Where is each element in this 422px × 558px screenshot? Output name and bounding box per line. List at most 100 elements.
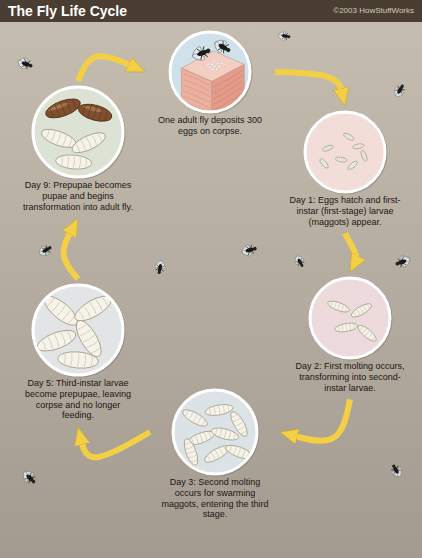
egg [328,139,331,142]
maggot [224,443,254,462]
maggot [322,144,334,152]
cycle-arrow [78,56,134,81]
egg [208,66,211,68]
fly-decorations [15,29,413,487]
circle-ground [310,278,390,358]
fly [388,462,406,481]
life-stage-node: Day 9: Prepupae becomes pupae and begins… [16,84,140,215]
title-bar: The Fly Life Cycle ©2003 HowStuffWorks [0,0,422,22]
circle-outline [33,87,123,177]
circle-outline [310,278,390,358]
stage-caption: Day 5: Third-instar larvae become prepup… [16,378,140,421]
maggot [180,407,209,430]
stage-illustration [326,299,378,344]
diagram-title: The Fly Life Cycle [8,3,127,19]
flesh-side [181,68,211,114]
maggot [350,301,374,319]
fly [36,242,55,260]
circle-outline [170,32,250,112]
circle-outline [33,285,123,375]
circle-shadow [33,87,126,180]
life-stage-node: Day 3: Second molting occurs for swarmin… [153,387,277,523]
egg [213,65,216,67]
maggot [334,322,358,334]
maggot [35,326,79,355]
maggot [343,132,355,142]
maggot [352,143,364,149]
egg [368,147,371,150]
stage-caption: Day 9: Prepupae becomes pupae and begins… [16,180,140,212]
fly [277,29,292,42]
maggot [204,403,233,418]
maggot [356,323,379,344]
fly [292,253,308,270]
stage-caption: Day 2: First molting occurs, transformin… [288,361,412,393]
stage-illustration [180,403,253,467]
cycle-arrow [81,432,150,457]
egg [353,173,355,176]
circle-ground [173,390,257,474]
stage-circle [153,387,277,477]
maggot [326,299,350,314]
maggot [335,156,347,162]
stage-illustration [35,291,115,369]
life-stage-node: One adult fly deposits 300 eggs on corps… [148,29,272,140]
copyright-label: ©2003 HowStuffWorks [333,6,414,15]
egg [210,63,213,66]
cycle-arrow [345,233,357,261]
maggot [347,160,359,171]
stage-circle [16,282,140,378]
fly [393,252,413,270]
maggot [57,350,99,370]
egg [358,132,361,135]
stage-caption: One adult fly deposits 300 eggs on corps… [148,115,272,137]
circle-shadow [33,285,126,378]
egg [324,137,327,139]
life-stage-node: Day 5: Third-instar larvae become prepup… [16,282,140,424]
pupa [77,101,114,124]
circle-ground [33,87,123,177]
fly [15,54,35,72]
egg [216,62,219,65]
maggot [360,150,368,162]
egg [215,67,218,70]
egg [206,63,209,66]
maggot [55,153,93,170]
maggot [210,426,240,443]
stage-circle [148,29,272,115]
fly [153,259,168,275]
circle-ground [33,285,123,375]
fly [189,42,213,65]
circle-outline [305,112,385,192]
egg [220,62,223,65]
circle-ground [305,112,385,192]
life-stage-node: Day 2: First molting occurs, transformin… [288,275,412,396]
stage-illustration [319,132,372,177]
stage-circle [16,84,140,180]
egg [364,164,367,167]
fly [391,82,409,101]
cycle-arrow [292,399,350,440]
stage-circle [288,275,412,361]
cycle-arrow [275,72,342,94]
cycle-arrow [64,229,78,279]
maggot [319,158,330,170]
stage-circle [283,109,407,195]
fly [239,242,258,259]
circle-shadow [310,278,393,361]
fly [19,467,40,488]
egg [211,68,214,71]
circle-shadow [173,390,260,477]
maggot [69,129,108,157]
egg [336,172,339,174]
circle-shadow [305,112,388,195]
stage-caption: Day 3: Second molting occurs for swarmin… [153,477,277,520]
stage-illustration [39,95,113,170]
circle-shadow [170,32,253,115]
egg [218,65,221,67]
circle-outline [173,390,257,474]
stage-caption: Day 1: Eggs hatch and first-instar (firs… [283,195,407,227]
